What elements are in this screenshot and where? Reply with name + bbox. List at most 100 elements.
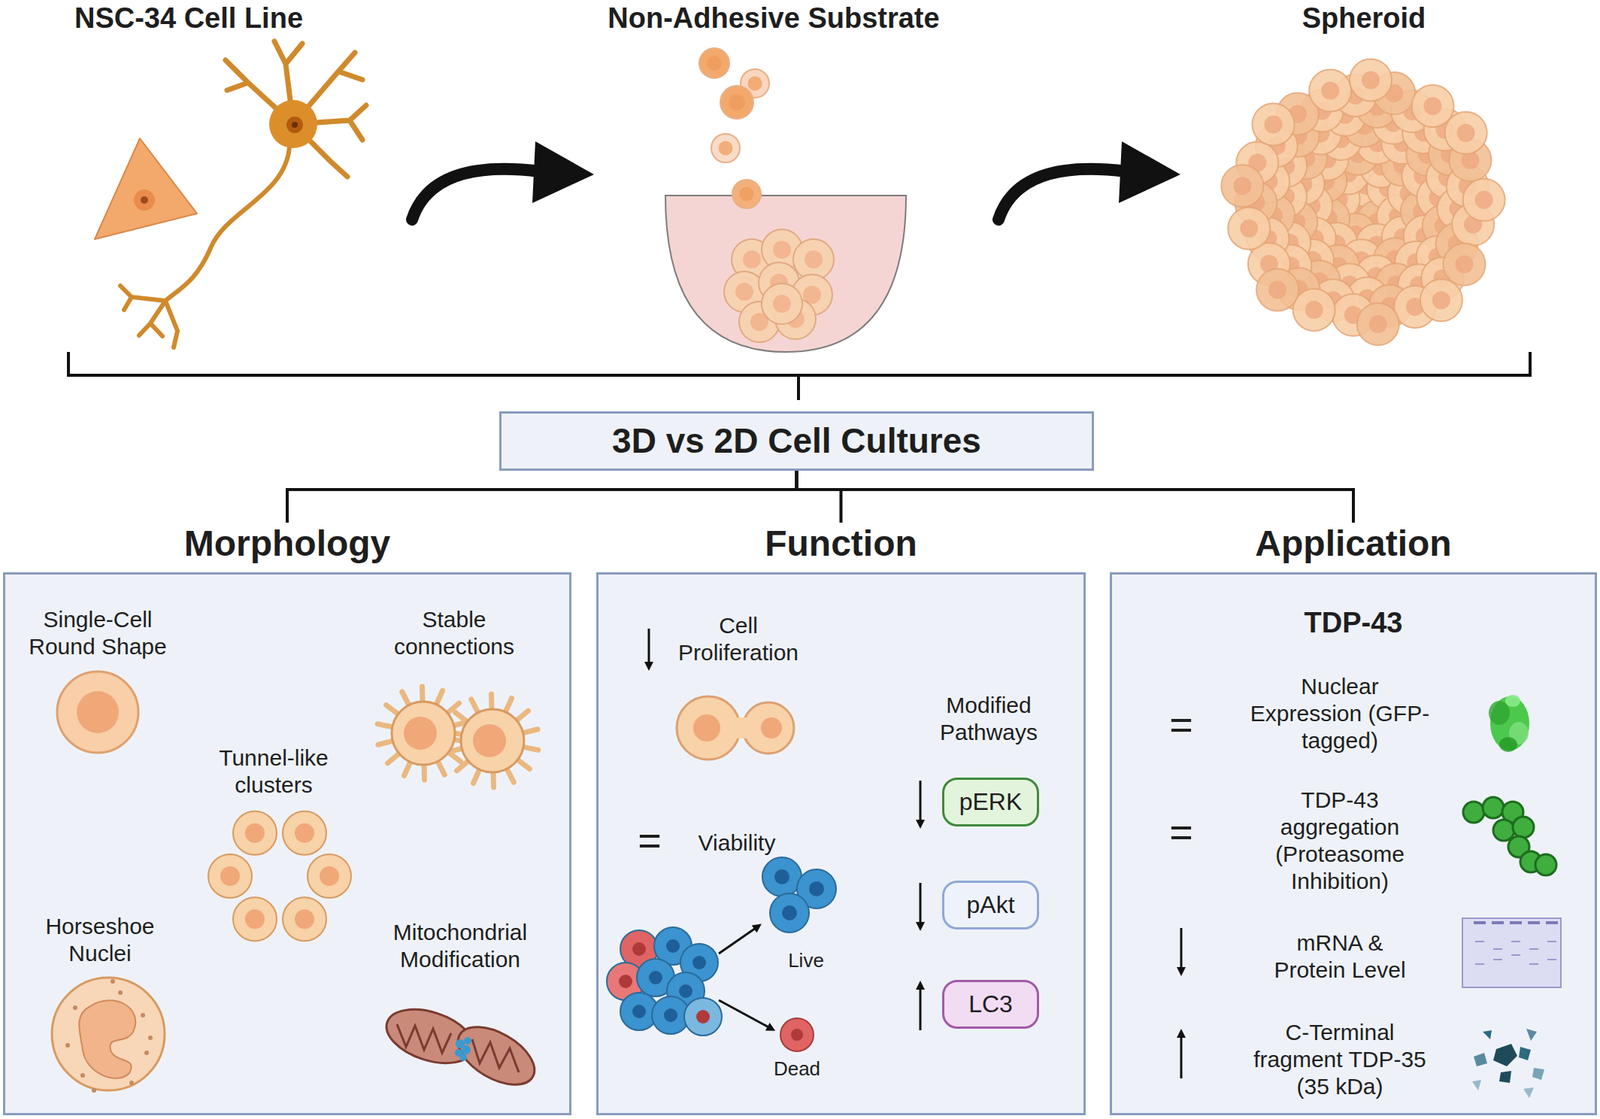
horseshoe-nucleus-cell [129,1080,134,1085]
spheroid [1264,115,1283,134]
mitochondria [448,1015,545,1097]
bracket-connector [796,470,1355,523]
round-cell [57,671,139,753]
gel-blot [1509,921,1522,925]
mitochondria [463,1036,472,1045]
gfp-protein [1505,694,1521,707]
panel-frame [596,572,1086,1116]
connected-cells [460,709,525,773]
spheroid [1457,124,1476,143]
spheroid [1256,268,1299,311]
protein-fragments [1523,1087,1534,1098]
protein-fragments [1472,1028,1545,1098]
tunnel-cluster [319,866,340,886]
tunnel-cluster [282,811,327,855]
gel-blot [1493,948,1503,950]
aggregate-chain [1535,854,1557,876]
cell-cluster [804,250,823,269]
gel-blot [1529,963,1539,965]
trend-arrow [919,984,922,1031]
spheroid [1412,84,1455,128]
trend-arrow [648,628,1182,1079]
gel-blot [1547,958,1557,961]
node-text: LC3 [968,989,1013,1019]
spheroid [1221,164,1264,207]
cell-cluster [724,229,834,343]
protein-fragments [1532,1067,1545,1080]
neuron-figure [291,121,298,128]
horseshoe-nucleus-cell [65,1042,70,1048]
spheroid [1239,219,1258,238]
gel-blot [1475,963,1485,965]
spheroid [1227,207,1270,250]
non-adhesive-well [665,195,907,352]
aggregate-chain [1463,801,1485,823]
tunnel-cluster [294,909,315,929]
trend-arrow [919,882,922,927]
neuron-figure [94,41,367,348]
process-arrow [998,169,1127,220]
viability-cluster [781,905,797,921]
viability-cluster [809,881,825,897]
falling-cell [699,48,770,209]
falling-cell [739,187,755,202]
trend-arrow [1180,927,1183,972]
header-label: NSC-34 Cell Line [23,1,355,37]
horseshoe-nucleus-cell [118,990,123,995]
title-box: 3D vs 2D Cell Cultures [499,411,1094,471]
feature-label: Modified Pathways [906,691,1072,746]
pathway-pill: pAkt [942,880,1040,930]
cell-state-label: Live [768,948,844,973]
aggregate-chain [1463,796,1557,876]
header-label: Non-Adhesive Substrate [533,1,1015,37]
bracket [796,375,800,400]
spheroid [1309,69,1352,113]
gel-blot [1511,940,1521,943]
equal-sign: = [1158,809,1204,855]
gel-blot [1462,918,1561,988]
cell-cluster [793,239,834,280]
cell-cluster [735,282,754,301]
dividing-cell [676,696,794,760]
spheroid [1221,59,1505,346]
panel-heading: Morphology [3,522,572,565]
gel-blot [1473,921,1486,925]
round-cell [76,690,119,734]
tunnel-cluster [233,896,277,941]
feature-label: mRNA & Protein Level [1260,929,1419,984]
gel-blot [1545,921,1558,925]
panel-heading: Application [1109,522,1597,565]
process-arrow [532,141,594,204]
aggregate-chain [1482,796,1504,819]
protein-fragments [1472,1079,1482,1091]
pathway-pill: pERK [942,777,1040,827]
trend-arrow [1180,1033,1183,1079]
horseshoe-nucleus-cell [144,1050,149,1055]
bracket-connector [287,470,797,523]
tunnel-cluster [220,866,240,886]
falling-cell [732,179,761,209]
bracket [68,351,1531,400]
gel-blot [1475,940,1485,943]
process-arrow [412,141,594,220]
viability-cluster [632,1004,646,1019]
neuron-figure [140,196,149,204]
spheroid [1475,190,1494,210]
viability-cluster [663,1008,678,1022]
cell-state-label: Dead [759,1057,835,1081]
horseshoe-nucleus-cell [80,1072,85,1078]
tunnel-cluster [208,811,352,941]
viability-cluster [774,869,790,885]
falling-cell [748,76,763,91]
spheroid [1349,59,1392,102]
connected-cells [403,716,437,750]
cell-cluster [772,240,791,259]
tunnel-cluster [245,909,265,929]
horseshoe-nucleus-cell [51,977,165,1091]
spheroid [1445,112,1488,155]
feature-label: Nuclear Expression (GFP-tagged) [1249,672,1431,755]
tunnel-cluster [245,823,265,843]
protein-fragments [1526,1028,1537,1041]
horseshoe-nucleus-cell [91,1087,97,1093]
mitochondria [459,1053,467,1061]
